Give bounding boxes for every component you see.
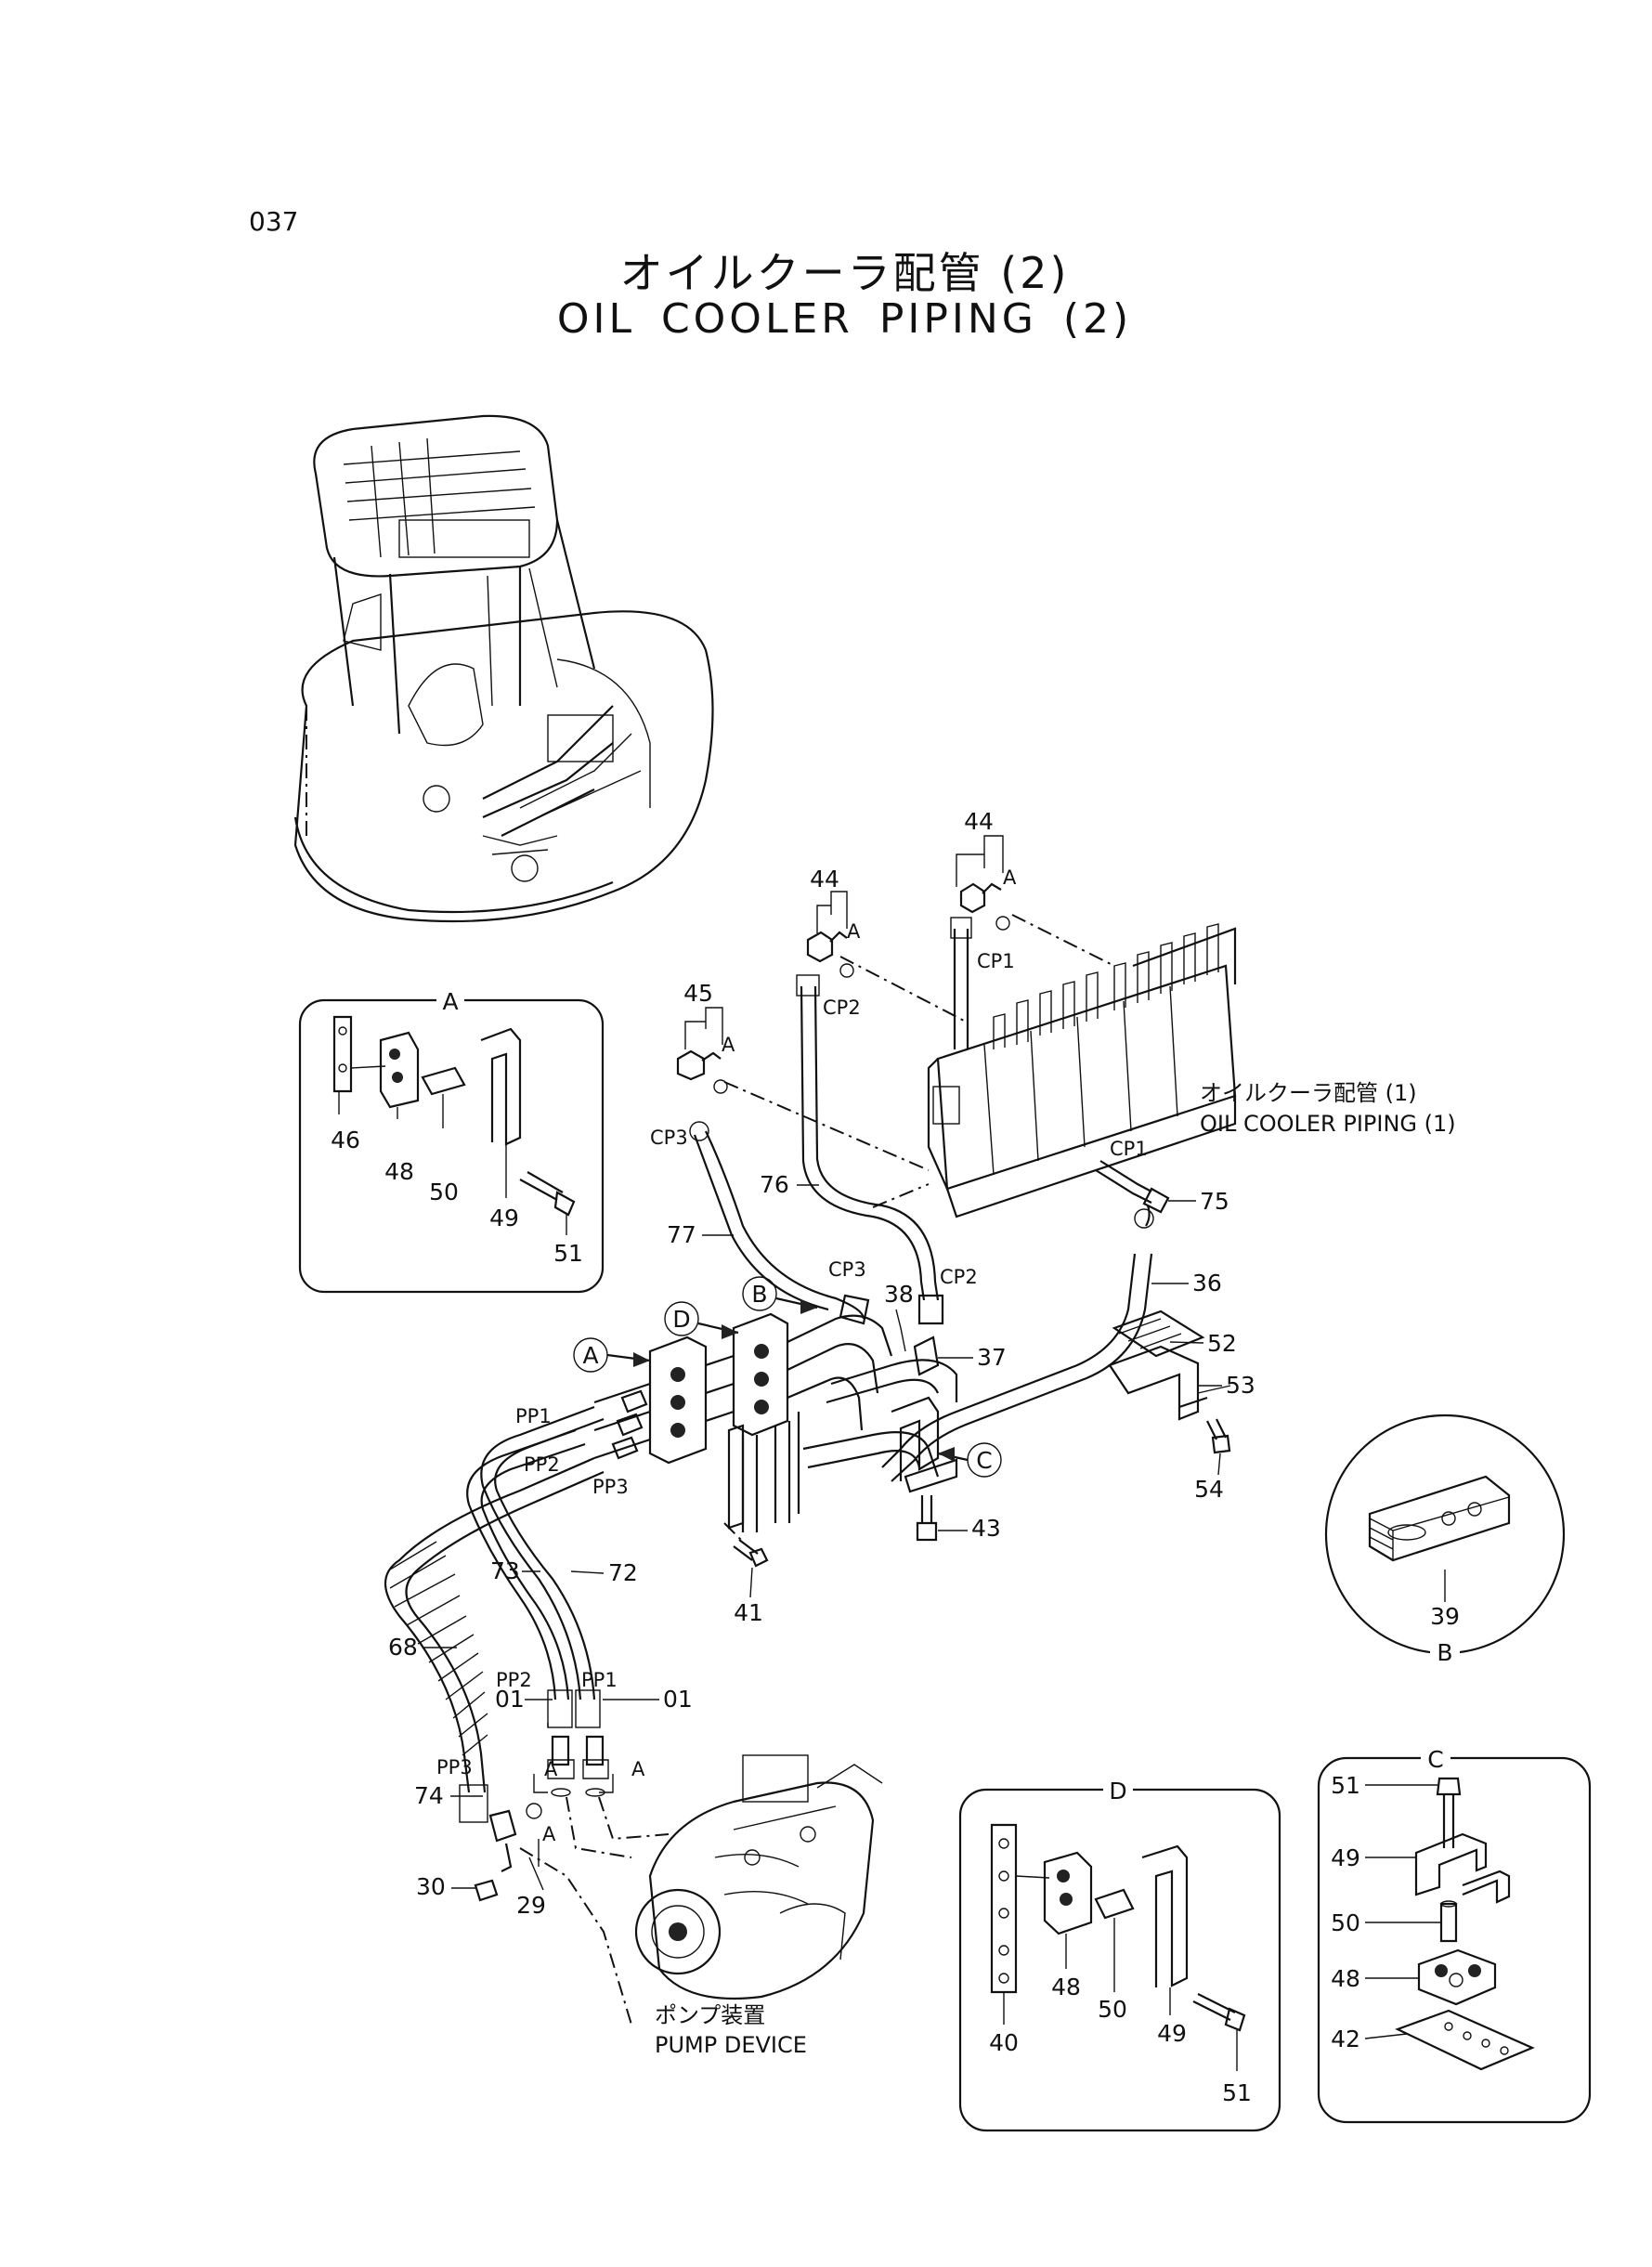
- port-cp3-upper: CP3: [650, 1127, 688, 1149]
- port-pp2-lower: PP2: [496, 1669, 532, 1691]
- port-a-5: A: [631, 1758, 645, 1780]
- control-valve: [927, 923, 1237, 1218]
- detail-a: A 46 48 50 49 51: [298, 988, 605, 1294]
- callout-a: A: [582, 1342, 598, 1369]
- callout-d: D: [672, 1306, 690, 1333]
- part-36: 36: [1192, 1270, 1222, 1296]
- ref-oil-cooler-1-en: OIL COOLER PIPING (1): [1200, 1111, 1456, 1137]
- part-37: 37: [977, 1344, 1007, 1371]
- part-72: 72: [608, 1559, 638, 1586]
- port-cp1-upper: CP1: [977, 950, 1015, 972]
- det-a-48: 48: [384, 1158, 414, 1185]
- port-cp3-lower: CP3: [828, 1258, 866, 1281]
- detail-d: D 40 48 50 49 51: [958, 1778, 1281, 2132]
- det-d-50: 50: [1098, 1996, 1127, 2023]
- ref-oil-cooler-1-jp: オイルクーラ配管 (1): [1200, 1080, 1417, 1106]
- part-45: 45: [683, 980, 713, 1007]
- detail-a-label: A: [442, 988, 458, 1015]
- port-pp1-lower: PP1: [581, 1669, 618, 1691]
- detail-c-label: C: [1427, 1746, 1443, 1773]
- title-english: OIL COOLER PIPING (2): [556, 295, 1133, 343]
- det-c-48: 48: [1331, 1965, 1360, 1992]
- part-01-left: 01: [495, 1686, 525, 1713]
- part-54: 54: [1194, 1476, 1224, 1503]
- port-a-2: A: [847, 920, 861, 943]
- detail-c: C 51 49 50 48 42: [1317, 1746, 1592, 2124]
- part-76: 76: [760, 1171, 789, 1198]
- part-75: 75: [1200, 1188, 1229, 1215]
- machine-overview: [293, 414, 714, 923]
- part-39: 39: [1430, 1603, 1460, 1630]
- port-pp3-upper: PP3: [592, 1476, 629, 1498]
- pump-device: ポンプ装置 PUMP DEVICE: [634, 1754, 883, 2058]
- det-a-51: 51: [553, 1240, 583, 1267]
- part-01-right: 01: [663, 1686, 693, 1713]
- port-a-3: A: [722, 1034, 735, 1056]
- pump-label-en: PUMP DEVICE: [655, 2032, 807, 2058]
- det-a-49: 49: [489, 1205, 519, 1231]
- part-73: 73: [490, 1557, 520, 1584]
- detail-b: B: [1324, 1414, 1566, 1666]
- part-38: 38: [884, 1281, 914, 1308]
- det-a-46: 46: [331, 1127, 360, 1153]
- port-a-1: A: [1003, 866, 1017, 889]
- detail-d-label: D: [1109, 1778, 1126, 1804]
- det-c-51: 51: [1331, 1772, 1360, 1799]
- hoses-upper: [676, 835, 1170, 1482]
- port-cp1-lower: CP1: [1110, 1138, 1148, 1160]
- part-labels: 44 44 45 75 76 77 36 37 38 52 53 54 43 4…: [388, 808, 1460, 1919]
- part-53: 53: [1226, 1372, 1255, 1399]
- clamp-assembly: A D B C: [573, 1276, 1002, 1568]
- part-29: 29: [516, 1892, 546, 1919]
- part-52: 52: [1207, 1330, 1237, 1357]
- part-74: 74: [414, 1782, 444, 1809]
- hoses-lower: [384, 1389, 670, 2026]
- port-labels: CP1 CP1 CP2 CP2 CP3 CP3 PP1 PP1 PP2 PP2 …: [436, 866, 1148, 1845]
- part-44-lower: 44: [810, 866, 839, 892]
- part-68: 68: [388, 1634, 418, 1661]
- det-c-42: 42: [1331, 2026, 1360, 2052]
- title-japanese: オイルクーラ配管 (2): [619, 248, 1070, 298]
- port-pp3-lower: PP3: [436, 1756, 473, 1778]
- detail-b-label: B: [1437, 1639, 1452, 1666]
- port-a-4: A: [544, 1758, 558, 1780]
- det-c-49: 49: [1331, 1844, 1360, 1871]
- part-30: 30: [416, 1873, 446, 1900]
- part-44-upper: 44: [964, 808, 994, 835]
- det-d-48: 48: [1051, 1974, 1081, 2000]
- det-d-49: 49: [1157, 2020, 1187, 2047]
- det-a-50: 50: [429, 1179, 459, 1205]
- port-cp2-upper: CP2: [823, 997, 861, 1019]
- part-41: 41: [734, 1599, 763, 1626]
- det-d-40: 40: [989, 2029, 1019, 2056]
- bracket-52-53: [1108, 1309, 1231, 1454]
- part-77: 77: [667, 1221, 696, 1248]
- det-c-50: 50: [1331, 1909, 1360, 1936]
- port-a-6: A: [542, 1823, 556, 1845]
- det-d-51: 51: [1222, 2079, 1252, 2106]
- page-number: 037: [249, 206, 299, 237]
- callout-b: B: [751, 1281, 767, 1308]
- callout-c: C: [976, 1447, 992, 1474]
- port-cp2-lower: CP2: [940, 1266, 978, 1288]
- part-43: 43: [971, 1515, 1001, 1542]
- pump-label-jp: ポンプ装置: [655, 2002, 765, 2028]
- port-pp2-upper: PP2: [524, 1453, 560, 1476]
- port-pp1-upper: PP1: [515, 1405, 552, 1427]
